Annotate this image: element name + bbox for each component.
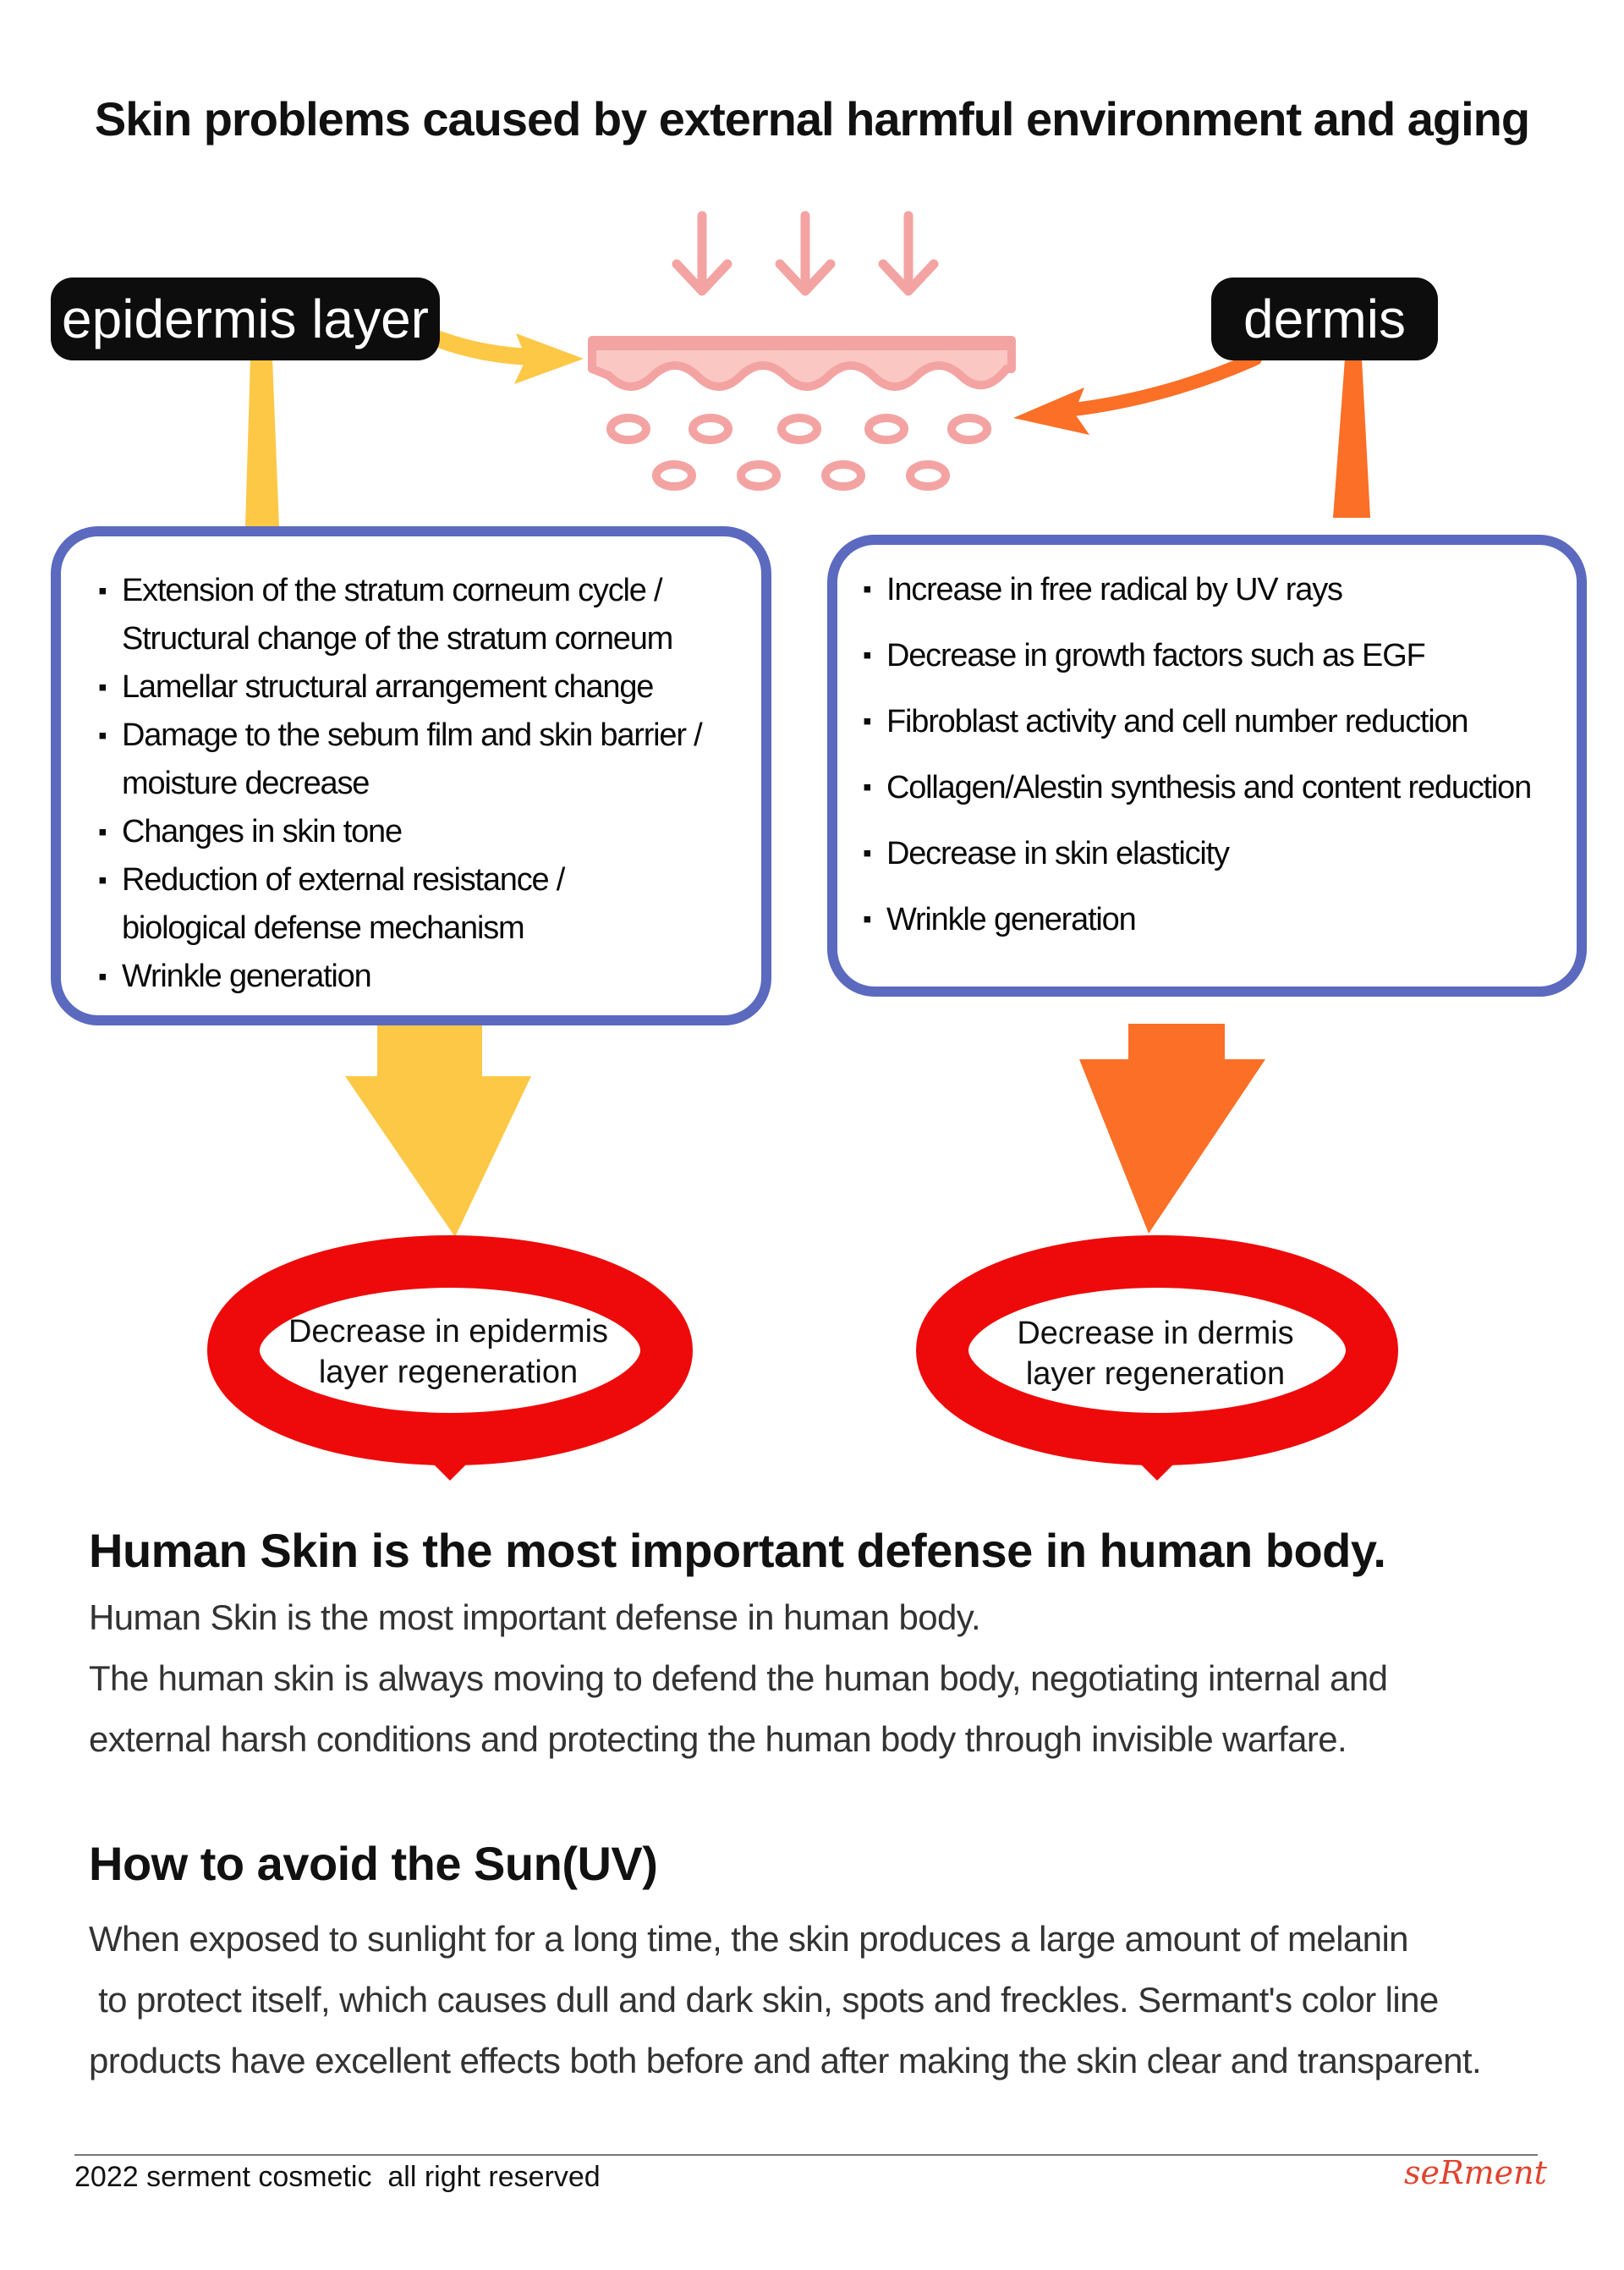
bullet-icon: ▪ — [863, 707, 872, 735]
bullet-icon: ▪ — [98, 818, 107, 846]
list-item: ▪Changes in skin tone — [98, 808, 775, 856]
defense-paragraph: Human Skin is the most important defense… — [89, 1597, 1388, 1759]
list-item: ▪Decrease in skin elasticity — [863, 836, 1230, 871]
bullet-icon: ▪ — [98, 963, 107, 991]
list-item: ▪Decrease in growth factors such as EGF — [863, 638, 1426, 673]
epidermis-problems-box: ▪Extension of the stratum corneum cycle … — [51, 526, 771, 1025]
dermis-pointer-arrow-icon — [1013, 352, 1262, 435]
brand-logo: seRment — [1404, 2154, 1547, 2191]
uv-arrow-left — [672, 211, 732, 296]
list-item: ▪Increase in free radical by UV rays — [863, 572, 1343, 607]
list-item: ▪Lamellar structural arrangement change — [98, 663, 775, 712]
epidermis-pointer-arrow-icon — [428, 330, 584, 384]
epidermis-result-text: Decrease in epidermis layer regeneration — [288, 1314, 609, 1390]
list-item: ▪Collagen/Alestin synthesis and content … — [863, 770, 1532, 805]
uv-arrow-right — [878, 211, 939, 296]
bullet-icon: ▪ — [98, 722, 107, 750]
bullet-icon: ▪ — [863, 773, 872, 801]
list-item: ▪Fibroblast activity and cell number red… — [863, 704, 1469, 739]
uv-arrow-middle — [775, 211, 836, 296]
dermis-problems-list: ▪Increase in free radical by UV rays ▪De… — [863, 570, 1590, 966]
bullet-icon: ▪ — [98, 673, 107, 701]
dermis-connector — [1333, 359, 1370, 518]
bullet-icon: ▪ — [863, 641, 872, 669]
footer-copyright: 2022 serment cosmetic all right reserved — [74, 2161, 601, 2193]
dermis-down-arrow-icon — [1079, 1024, 1265, 1234]
skin-cells-icon — [606, 414, 991, 491]
skin-epidermis-band — [588, 336, 1016, 391]
bullet-icon: ▪ — [863, 839, 872, 867]
dermis-result-text: Decrease in dermis layer regeneration — [1017, 1316, 1294, 1392]
list-item: ▪Reduction of external resistance /biolo… — [98, 856, 775, 953]
footer-divider — [74, 2154, 1538, 2156]
defense-heading: Human Skin is the most important defense… — [89, 1524, 1386, 1577]
dermis-result-ring-icon — [916, 1235, 1398, 1481]
bullet-icon: ▪ — [98, 577, 107, 605]
list-item: ▪Wrinkle generation — [98, 953, 775, 1001]
epidermis-label: epidermis layer — [51, 278, 440, 360]
epidermis-down-arrow-icon — [345, 1024, 531, 1237]
bullet-icon: ▪ — [98, 866, 107, 894]
bullet-icon: ▪ — [863, 575, 872, 603]
epidermis-connector — [245, 359, 279, 526]
epidermis-problems-list: ▪Extension of the stratum corneum cycle … — [98, 567, 775, 1001]
uv-heading: How to avoid the Sun(UV) — [89, 1837, 658, 1890]
dermis-label: dermis — [1211, 278, 1438, 360]
epidermis-result-ring-icon — [207, 1235, 693, 1481]
bullet-icon: ▪ — [863, 905, 872, 933]
skin-surface-line — [592, 338, 1012, 350]
page-title: Skin problems caused by external harmful… — [94, 92, 1530, 146]
list-item: ▪Extension of the stratum corneum cycle … — [98, 567, 775, 663]
uv-paragraph: When exposed to sunlight for a long time… — [89, 1919, 1482, 2080]
uv-arrows-icon — [672, 211, 939, 296]
list-item: ▪Wrinkle generation — [863, 902, 1137, 937]
dermis-problems-box: ▪Increase in free radical by UV rays ▪De… — [827, 535, 1587, 997]
skin-layer-icon — [588, 336, 1016, 491]
list-item: ▪Damage to the sebum film and skin barri… — [98, 712, 775, 808]
